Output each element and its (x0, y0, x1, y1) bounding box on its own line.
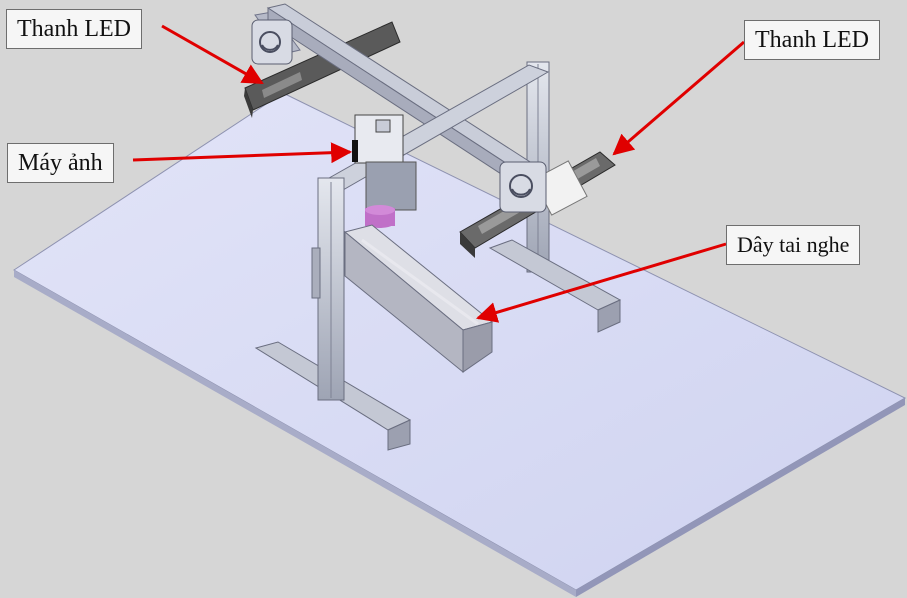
arrow-camera (132, 142, 353, 164)
left-mount-bracket (251, 19, 293, 65)
arrow-led-right (612, 40, 745, 156)
label-earphone-cable: Dây tai nghe (726, 225, 861, 265)
label-led-bar-left: Thanh LED (6, 9, 142, 49)
arrow-led-left (161, 24, 264, 85)
earphone-cable (361, 238, 479, 326)
arrow-cable (475, 242, 727, 323)
right-mount-bracket (499, 161, 547, 213)
label-camera: Máy ảnh (7, 143, 114, 183)
led-bar-left (244, 21, 401, 118)
front-left-post (254, 177, 412, 451)
camera (352, 114, 417, 228)
label-led-bar-right: Thanh LED (744, 20, 880, 60)
callout-arrows (132, 24, 745, 323)
cable-fixture-box (343, 224, 494, 374)
